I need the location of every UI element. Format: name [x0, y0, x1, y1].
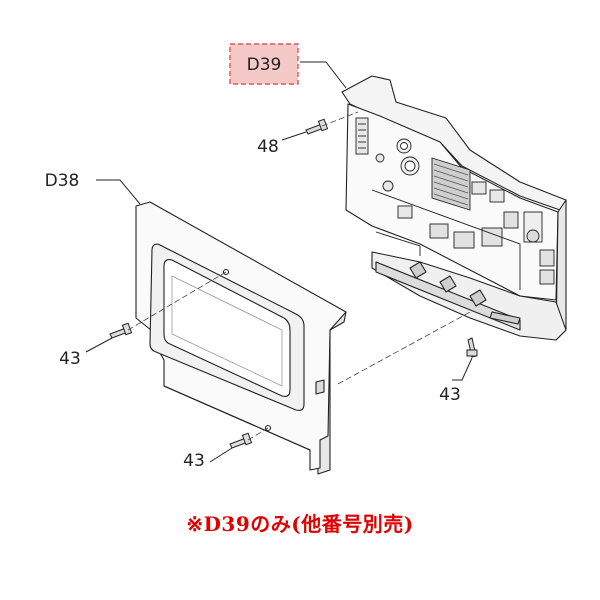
callout-48: 48 — [257, 137, 279, 157]
screw-43-left — [109, 322, 133, 339]
d39-highlight-box — [229, 43, 299, 85]
screw-48 — [305, 118, 329, 135]
assembly-lines — [127, 111, 471, 441]
sale-note: ※D39のみ(他番号別売) — [186, 512, 414, 536]
screw-43-bottom — [229, 432, 253, 449]
leader-lines — [85, 61, 473, 463]
part-d39-control-unit — [341, 75, 567, 341]
callout-43-right: 43 — [439, 385, 461, 405]
callout-43-left: 43 — [59, 349, 81, 369]
d39-circuit-board-details — [355, 117, 555, 290]
callout-d39: D39 — [247, 55, 282, 75]
part-d38-cover-panel — [135, 201, 347, 475]
callout-d38: D38 — [45, 171, 80, 191]
screw-43-right — [466, 337, 478, 358]
callout-43-bottom: 43 — [183, 451, 205, 471]
